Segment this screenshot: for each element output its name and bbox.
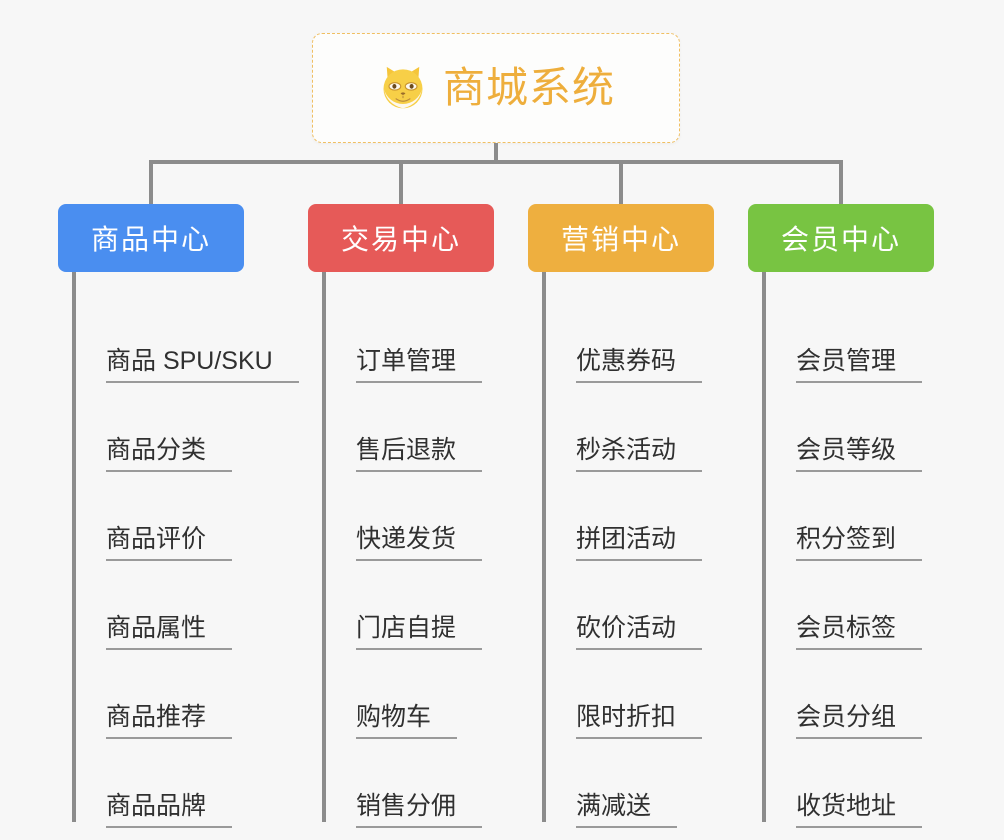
leaf-item[interactable]: 优惠券码 [542, 294, 714, 383]
leaf-item[interactable]: 商品品牌 [72, 739, 244, 828]
branch-header-label: 交易中心 [340, 224, 461, 255]
leaf-item[interactable]: 会员标签 [762, 561, 934, 650]
branch-column-trade-center: 交易中心 订单管理 售后退款 快递发货 门店自提 购物车 销售分佣 [308, 204, 494, 828]
leaf-item[interactable]: 收货地址 [762, 739, 934, 828]
leaf-item[interactable]: 会员管理 [762, 294, 934, 383]
shiba-dog-face-icon [383, 66, 423, 109]
leaf-label: 优惠券码 [576, 347, 703, 383]
leaf-item[interactable]: 购物车 [322, 650, 494, 739]
leaf-label: 快递发货 [356, 525, 483, 561]
leaf-list-member-center: 会员管理 会员等级 积分签到 会员标签 会员分组 收货地址 [762, 272, 934, 828]
leaf-item[interactable]: 门店自提 [322, 561, 494, 650]
root-node-shop-system[interactable]: 商城系统 [312, 33, 680, 143]
leaf-item[interactable]: 销售分佣 [322, 739, 494, 828]
leaf-label: 拼团活动 [576, 525, 703, 561]
leaf-label: 商品 SPU/SKU [106, 347, 299, 383]
leaf-label: 商品品牌 [106, 792, 233, 828]
leaf-item[interactable]: 商品属性 [72, 561, 244, 650]
leaf-item[interactable]: 商品评价 [72, 472, 244, 561]
connector-drop-3 [619, 160, 623, 206]
connector-horizontal-bus [149, 160, 841, 164]
branch-header-label: 会员中心 [780, 224, 901, 255]
leaf-label: 销售分佣 [356, 792, 483, 828]
branch-column-product-center: 商品中心 商品 SPU/SKU 商品分类 商品评价 商品属性 商品推荐 商品品牌 [58, 204, 299, 828]
leaf-label: 会员等级 [796, 436, 923, 472]
branch-header-marketing-center[interactable]: 营销中心 [528, 204, 714, 272]
leaf-label: 商品评价 [106, 525, 233, 561]
leaf-list-marketing-center: 优惠券码 秒杀活动 拼团活动 砍价活动 限时折扣 满减送 [542, 272, 714, 828]
leaf-label: 订单管理 [356, 347, 483, 383]
leaf-item[interactable]: 商品推荐 [72, 650, 244, 739]
leaf-item[interactable]: 积分签到 [762, 472, 934, 561]
connector-drop-1 [149, 160, 153, 206]
branch-column-member-center: 会员中心 会员管理 会员等级 积分签到 会员标签 会员分组 收货地址 [748, 204, 934, 828]
leaf-item[interactable]: 拼团活动 [542, 472, 714, 561]
leaf-label: 商品分类 [106, 436, 233, 472]
leaf-label: 满减送 [576, 792, 678, 828]
branch-header-product-center[interactable]: 商品中心 [58, 204, 244, 272]
leaf-label: 秒杀活动 [576, 436, 703, 472]
connector-root-stem [494, 143, 498, 164]
leaf-label: 售后退款 [356, 436, 483, 472]
branch-header-label: 营销中心 [560, 224, 681, 255]
leaf-spine [762, 272, 766, 822]
leaf-spine [542, 272, 546, 822]
leaf-label: 积分签到 [796, 525, 923, 561]
leaf-item[interactable]: 限时折扣 [542, 650, 714, 739]
leaf-list-trade-center: 订单管理 售后退款 快递发货 门店自提 购物车 销售分佣 [322, 272, 494, 828]
leaf-label: 购物车 [356, 703, 458, 739]
branch-header-label: 商品中心 [90, 224, 211, 255]
root-title: 商城系统 [442, 64, 615, 111]
leaf-item[interactable]: 商品分类 [72, 383, 244, 472]
leaf-label: 会员管理 [796, 347, 923, 383]
leaf-item[interactable]: 满减送 [542, 739, 714, 828]
leaf-spine [72, 272, 76, 822]
leaf-spine [322, 272, 326, 822]
branch-header-trade-center[interactable]: 交易中心 [308, 204, 494, 272]
leaf-item[interactable]: 会员分组 [762, 650, 934, 739]
leaf-list-product-center: 商品 SPU/SKU 商品分类 商品评价 商品属性 商品推荐 商品品牌 [72, 272, 299, 828]
leaf-item[interactable]: 订单管理 [322, 294, 494, 383]
connector-drop-4 [839, 160, 843, 206]
leaf-item[interactable]: 砍价活动 [542, 561, 714, 650]
leaf-item[interactable]: 秒杀活动 [542, 383, 714, 472]
leaf-item[interactable]: 商品 SPU/SKU [72, 294, 299, 383]
leaf-label: 商品属性 [106, 614, 233, 650]
leaf-label: 限时折扣 [576, 703, 703, 739]
leaf-label: 砍价活动 [576, 614, 703, 650]
leaf-label: 门店自提 [356, 614, 483, 650]
leaf-item[interactable]: 会员等级 [762, 383, 934, 472]
leaf-label: 会员分组 [796, 703, 923, 739]
leaf-label: 会员标签 [796, 614, 923, 650]
leaf-label: 收货地址 [796, 792, 923, 828]
connector-drop-2 [399, 160, 403, 206]
leaf-item[interactable]: 售后退款 [322, 383, 494, 472]
branch-column-marketing-center: 营销中心 优惠券码 秒杀活动 拼团活动 砍价活动 限时折扣 满减送 [528, 204, 714, 828]
leaf-label: 商品推荐 [106, 703, 233, 739]
leaf-item[interactable]: 快递发货 [322, 472, 494, 561]
branch-header-member-center[interactable]: 会员中心 [748, 204, 934, 272]
